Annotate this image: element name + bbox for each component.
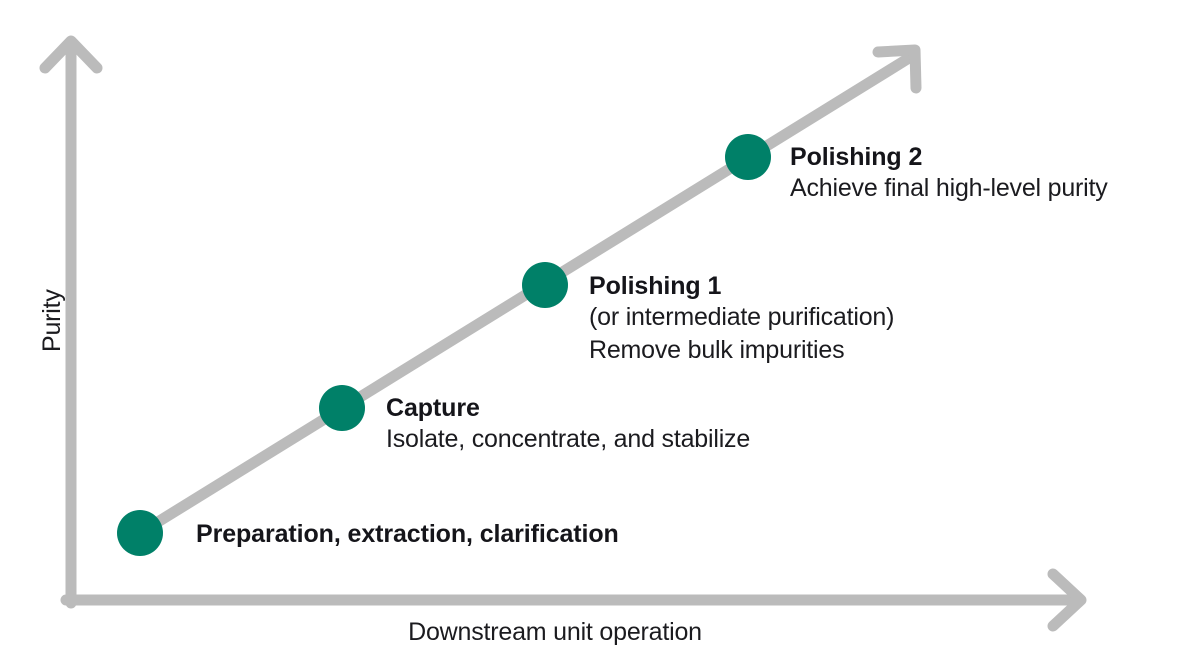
step-title-polishing-1: Polishing 1 bbox=[589, 272, 722, 300]
trend-arrow bbox=[134, 44, 922, 539]
step-label-preparation: Preparation, extraction, clarification bbox=[196, 519, 619, 549]
step-label-capture: Capture Isolate, concentrate, and stabil… bbox=[386, 393, 750, 456]
step-title-capture: Capture bbox=[386, 394, 480, 422]
step-title-polishing-2: Polishing 2 bbox=[790, 143, 923, 171]
x-axis-label: Downstream unit operation bbox=[408, 618, 702, 646]
step-subtitle-polishing-2: Achieve final high-level purity bbox=[790, 174, 1108, 202]
step-node-3[interactable] bbox=[522, 262, 568, 308]
y-axis-label: Purity bbox=[38, 289, 66, 352]
step-node-1[interactable] bbox=[117, 510, 163, 556]
x-axis-arrow bbox=[60, 568, 1087, 632]
step-subtitle-polishing-1-line-2: Remove bulk impurities bbox=[589, 336, 845, 364]
step-label-polishing-1: Polishing 1 (or intermediate purificatio… bbox=[589, 271, 894, 367]
step-subtitle-polishing-1-line-1: (or intermediate purification) bbox=[589, 303, 895, 331]
step-node-2[interactable] bbox=[319, 385, 365, 431]
step-subtitle-capture: Isolate, concentrate, and stabilize bbox=[386, 425, 751, 453]
step-label-polishing-2: Polishing 2 Achieve final high-level pur… bbox=[790, 142, 1108, 205]
y-axis-arrow bbox=[39, 35, 103, 609]
step-node-4[interactable] bbox=[725, 134, 771, 180]
step-title-preparation: Preparation, extraction, clarification bbox=[196, 520, 619, 548]
